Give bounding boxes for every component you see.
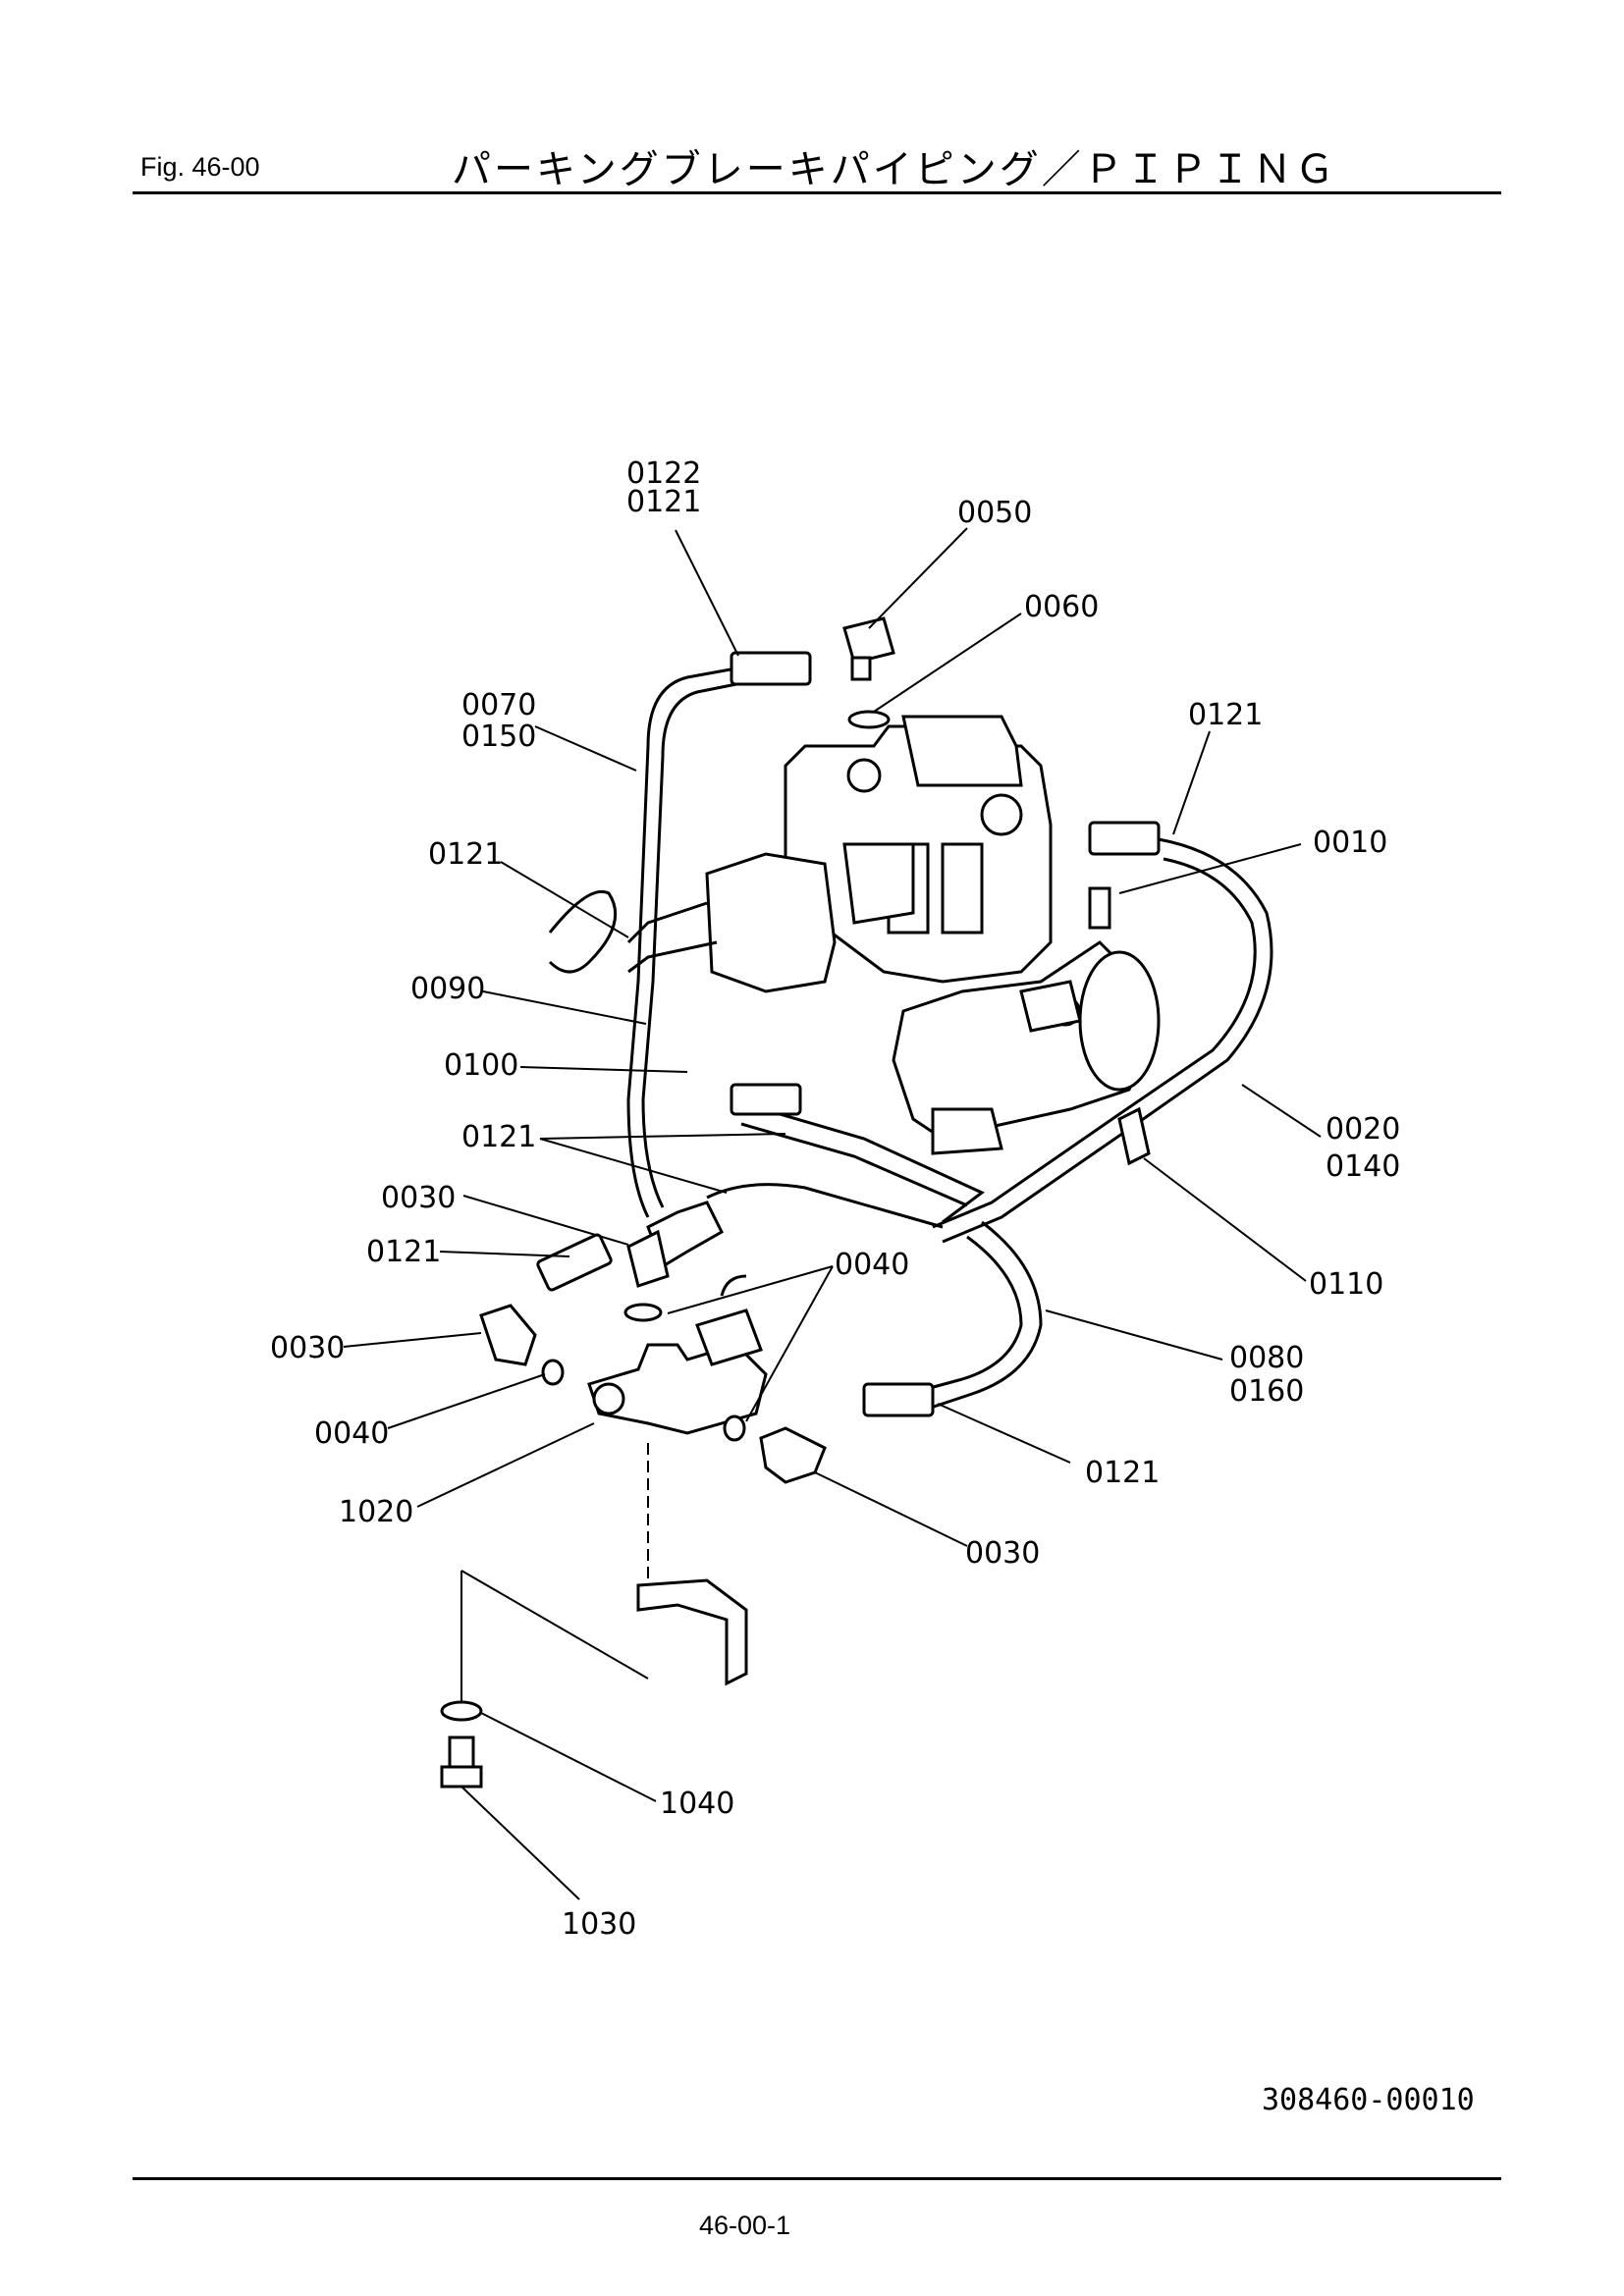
leader-lines xyxy=(343,527,1322,1900)
callout-label: 0110 xyxy=(1309,1267,1383,1302)
callout-label: 1040 xyxy=(660,1787,734,1821)
callout-label: 0121 xyxy=(1085,1456,1160,1490)
brake-actuator xyxy=(892,940,1161,1155)
footer-rule xyxy=(133,2177,1501,2180)
callout-label: 0060 xyxy=(1024,590,1099,624)
callout-label: 0040 xyxy=(835,1248,909,1282)
callout-label: 0030 xyxy=(270,1331,345,1365)
figure-number: Fig. 46-00 xyxy=(140,152,260,182)
callout-label: 0030 xyxy=(381,1181,456,1215)
page-number: 46-00-1 xyxy=(699,2211,791,2240)
callout-label: 1030 xyxy=(562,1907,636,1942)
callout-label: 0140 xyxy=(1326,1149,1400,1184)
brake-valve-block xyxy=(784,715,1053,984)
callout-label: 0121 xyxy=(1188,698,1263,732)
callout-label: 0121 xyxy=(626,485,701,519)
valve-body xyxy=(587,1274,768,1435)
drawing-art xyxy=(440,616,1273,1789)
header-rule xyxy=(133,191,1501,194)
callout-label: 0121 xyxy=(366,1235,441,1269)
callout-label: 0010 xyxy=(1313,826,1387,860)
callout-label: 0020 xyxy=(1326,1112,1400,1147)
callout-label: 0122 xyxy=(626,456,701,491)
callout-label: 0121 xyxy=(428,837,503,872)
callout-label: 0070 xyxy=(461,688,536,722)
callout-label: 1020 xyxy=(339,1495,413,1529)
callout-label: 0100 xyxy=(444,1048,518,1083)
callout-label: 0150 xyxy=(461,720,536,754)
callout-label: 0040 xyxy=(314,1416,389,1451)
callout-label: 0030 xyxy=(965,1536,1040,1571)
page-title: パーキングブレーキパイピング／ＰＩＰＩＮＧ xyxy=(452,147,1337,192)
drawing-number: 308460-00010 xyxy=(1262,2083,1475,2117)
callout-label: 0160 xyxy=(1229,1374,1304,1409)
callout-label: 0050 xyxy=(957,496,1032,530)
solenoid-box xyxy=(626,852,837,993)
callout-label: 0090 xyxy=(410,972,485,1006)
callout-labels: 0122 0121 0050 0060 0070 0150 0121 0010 … xyxy=(270,456,1400,1942)
callout-label: 0080 xyxy=(1229,1341,1304,1375)
callout-label: 0121 xyxy=(461,1120,536,1154)
